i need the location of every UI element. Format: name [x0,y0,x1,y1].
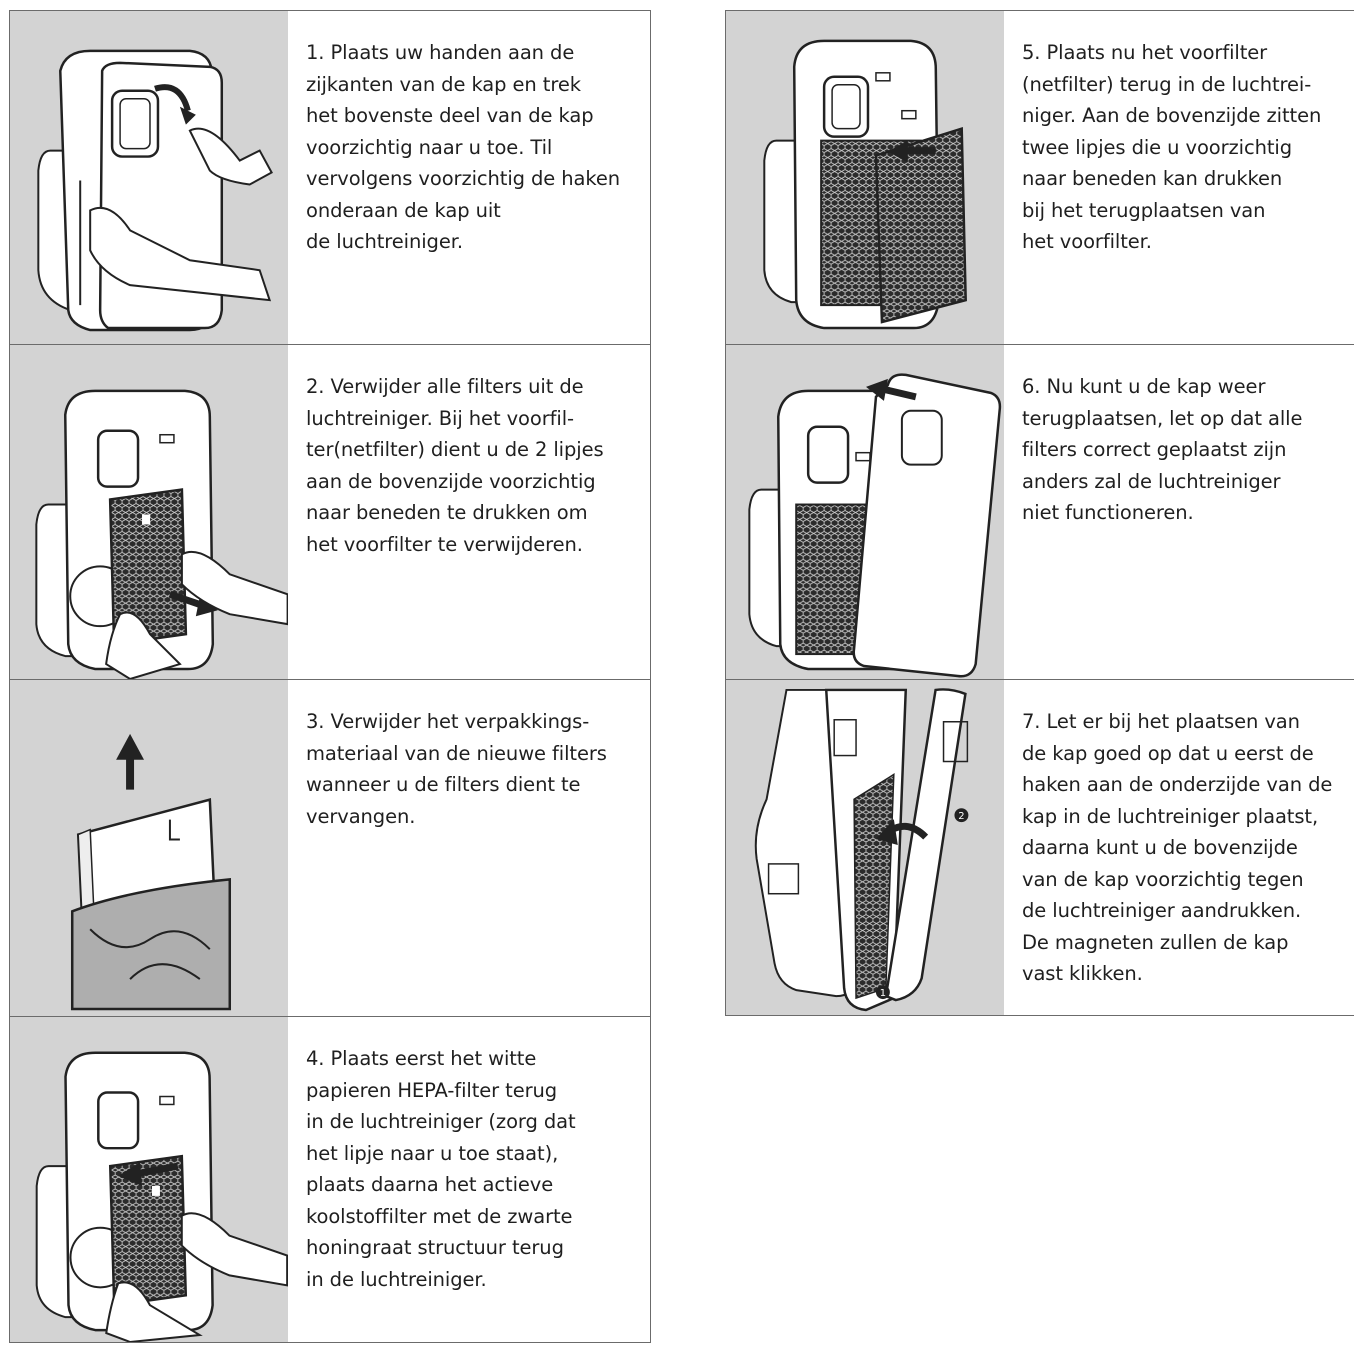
purifier-close-cover-image: 2 1 [726,680,1004,1015]
purifier-lift-cover-image [10,11,288,344]
step-4-row: 4. Plaats eerst het witte papieren HEPA-… [9,1016,651,1343]
step-5-illustration [726,11,1004,344]
purifier-insert-prefilter-image [726,11,1004,344]
step-7-row: 2 1 7. Let er bij het plaatsen van de ka… [725,679,1354,1016]
step-4-illustration [10,1017,288,1342]
step-6-row: 6. Nu kunt u de kap weer terugplaatsen, … [725,344,1354,679]
step-3-row: 3. Verwijder het verpakkings- materiaal … [9,679,651,1016]
purifier-insert-filter-image [10,1017,288,1342]
unpack-filter-image [10,680,288,1016]
step-2-row: 2. Verwijder alle filters uit de luchtre… [9,344,651,679]
step-6-text: 6. Nu kunt u de kap weer terugplaatsen, … [1004,345,1354,679]
instructions-right-column: 5. Plaats nu het voorfilter (netfilter) … [725,10,1354,1016]
step-3-illustration [10,680,288,1016]
step-1-illustration [10,11,288,344]
step-2-illustration [10,345,288,679]
step-5-text: 5. Plaats nu het voorfilter (netfilter) … [1004,11,1354,344]
step-7-text: 7. Let er bij het plaatsen van de kap go… [1004,680,1354,1015]
instructions-left-column: 1. Plaats uw handen aan de zijkanten van… [9,10,651,1343]
purifier-place-cover-image [726,345,1004,679]
callout-2-label: 2 [958,811,964,822]
step-7-illustration: 2 1 [726,680,1004,1015]
callout-1-label: 1 [880,988,886,999]
purifier-remove-filter-image [10,345,288,679]
step-4-text: 4. Plaats eerst het witte papieren HEPA-… [288,1017,650,1342]
step-1-text: 1. Plaats uw handen aan de zijkanten van… [288,11,650,344]
step-5-row: 5. Plaats nu het voorfilter (netfilter) … [725,10,1354,344]
step-6-illustration [726,345,1004,679]
step-3-text: 3. Verwijder het verpakkings- materiaal … [288,680,650,1016]
step-2-text: 2. Verwijder alle filters uit de luchtre… [288,345,650,679]
step-1-row: 1. Plaats uw handen aan de zijkanten van… [9,10,651,344]
